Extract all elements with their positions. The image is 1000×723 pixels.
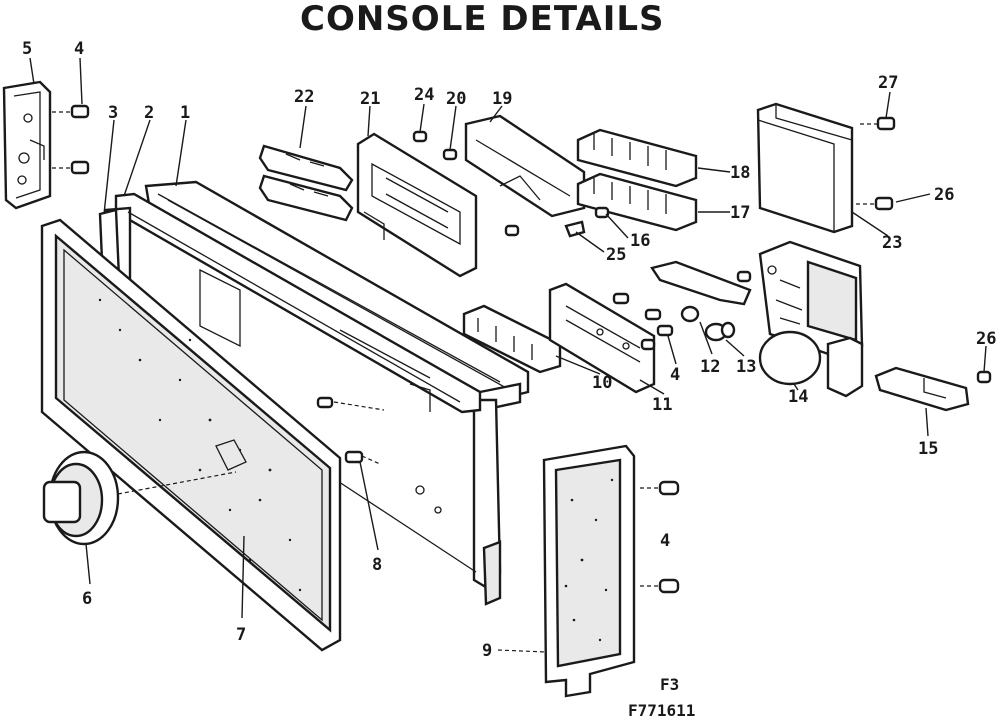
leader-lines xyxy=(29,57,987,653)
label-12: 12 xyxy=(700,357,720,377)
label-4-mid: 4 xyxy=(670,365,680,385)
label-24: 24 xyxy=(414,85,434,105)
part-1-console-back xyxy=(144,180,530,606)
part-5-end-bracket xyxy=(2,80,52,210)
label-27: 27 xyxy=(878,73,898,93)
label-5: 5 xyxy=(22,39,32,59)
label-8: 8 xyxy=(372,555,382,575)
part-27-screw xyxy=(860,116,896,131)
label-7: 7 xyxy=(236,625,246,645)
part-6-timer-knob xyxy=(42,450,237,546)
part-26-screw-upper xyxy=(856,196,894,211)
label-4-left: 4 xyxy=(74,39,84,59)
label-21: 21 xyxy=(360,89,380,109)
part-15-lower-bracket xyxy=(874,366,970,412)
label-23: 23 xyxy=(882,233,902,253)
diagram-title: CONSOLE DETAILS xyxy=(300,0,665,39)
part-9-side-grille xyxy=(542,444,636,698)
label-16: 16 xyxy=(630,231,650,251)
part-21-switch-housing xyxy=(356,132,478,278)
label-18: 18 xyxy=(730,163,750,183)
label-9: 9 xyxy=(482,641,492,661)
label-11: 11 xyxy=(652,395,672,415)
part-18-switch-row xyxy=(576,128,698,188)
label-17: 17 xyxy=(730,203,750,223)
label-10: 10 xyxy=(592,373,612,393)
part-11-mounting-plate xyxy=(548,282,656,394)
label-26-lower: 26 xyxy=(976,329,996,349)
part-number-labels: 5 4 3 2 1 22 21 24 20 19 27 18 17 16 25 … xyxy=(22,39,996,661)
part-4-screws-left xyxy=(52,104,90,175)
part-7-front-panel xyxy=(40,218,342,652)
label-13: 13 xyxy=(736,357,756,377)
part-13-spacer xyxy=(704,321,736,342)
figure-reference: F3 xyxy=(660,675,679,694)
label-3: 3 xyxy=(108,103,118,123)
part-8-screws xyxy=(316,396,385,465)
part-4-screws-right xyxy=(640,480,680,594)
label-14: 14 xyxy=(788,387,808,407)
part-26-screw-lower xyxy=(976,370,992,384)
part-22-button-strips xyxy=(258,144,354,222)
part-16-bracket xyxy=(650,260,752,306)
label-4-right: 4 xyxy=(660,531,670,551)
part-14-timer-motor xyxy=(758,240,864,398)
drawing-number: F771611 xyxy=(628,701,695,720)
part-17-switch-row xyxy=(576,172,698,232)
label-20: 20 xyxy=(446,89,466,109)
label-25: 25 xyxy=(606,245,626,265)
part-10-button-block xyxy=(462,304,562,374)
label-6: 6 xyxy=(82,589,92,609)
part-19-bracket xyxy=(464,114,586,218)
label-22: 22 xyxy=(294,87,314,107)
grille-speckle xyxy=(564,478,614,642)
label-1: 1 xyxy=(180,103,190,123)
plate-screws xyxy=(612,292,674,351)
part-23-cover-box xyxy=(756,102,854,234)
label-2: 2 xyxy=(144,103,154,123)
part-12-spacer xyxy=(680,305,700,323)
label-26-upper: 26 xyxy=(934,185,954,205)
label-15: 15 xyxy=(918,439,938,459)
label-19: 19 xyxy=(492,89,512,109)
